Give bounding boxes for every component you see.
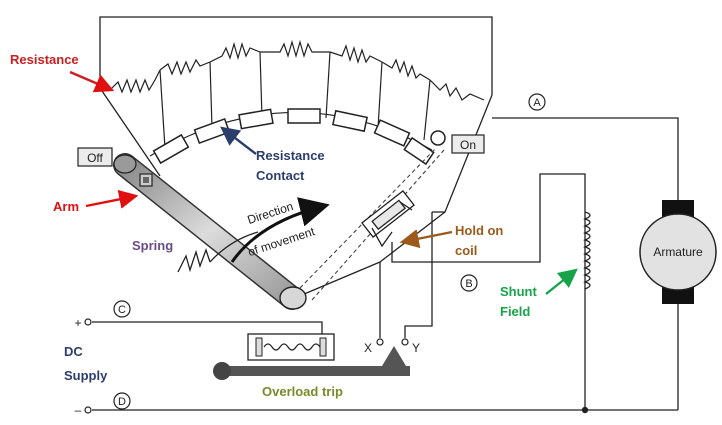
off-tag: Off: [77, 147, 113, 167]
resistance-annotation: Resistance: [10, 52, 79, 67]
y-label: Y: [412, 341, 420, 355]
node-a-label: A: [533, 97, 541, 109]
shunt-field-annotation-line2: Field: [500, 304, 530, 319]
hold-on-coil-annotation-line2: coil: [455, 243, 477, 258]
node-a: A: [528, 93, 546, 111]
arm-annotation: Arm: [53, 199, 79, 214]
x-label: X: [364, 341, 372, 355]
plus-terminal: [84, 318, 92, 326]
hold-on-coil-annotation-line1: Hold on: [455, 223, 503, 238]
junction-dot: [581, 406, 589, 414]
dc-supply-annotation-line1: DC: [64, 344, 83, 359]
shunt-field-annotation-line1: Shunt: [500, 284, 537, 299]
node-c: C: [113, 300, 131, 318]
armature-label: Armature: [653, 245, 703, 259]
resistance-bank: [109, 39, 485, 157]
direction-label-line1: Direction: [246, 199, 295, 227]
node-d-label: D: [118, 396, 126, 408]
off-label: Off: [87, 151, 103, 165]
direction-label-line2: of movement: [246, 224, 317, 259]
on-tag: On: [451, 134, 485, 154]
spring-symbol: [177, 231, 259, 273]
starter-arm: [113, 153, 307, 310]
armature-symbol: Armature: [639, 200, 717, 304]
shunt-field-coil: [583, 208, 591, 292]
overload-trip-assembly: [213, 333, 410, 380]
resistance-contact-arrow: [220, 126, 257, 155]
resistance-contacts: [152, 108, 435, 166]
resistance-arrow: [69, 70, 115, 93]
y-terminal: [401, 338, 409, 346]
spring-annotation: Spring: [132, 238, 173, 253]
minus-label: –: [75, 403, 82, 417]
node-c-label: C: [118, 304, 126, 316]
arm-arrow: [85, 189, 139, 209]
hold-on-coil-assembly: [361, 189, 415, 248]
hold-on-coil-arrow: [399, 229, 453, 249]
x-terminal: [376, 338, 384, 346]
on-stud: [430, 130, 446, 146]
node-b-label: B: [465, 278, 472, 290]
shunt-field-arrow: [545, 268, 578, 295]
node-b: B: [460, 274, 478, 292]
node-d: D: [113, 392, 131, 410]
on-label: On: [460, 138, 476, 152]
overload-trip-annotation: Overload trip: [262, 384, 343, 399]
dc-supply-annotation-line2: Supply: [64, 368, 108, 383]
resistance-contact-annotation-line1: Resistance: [256, 148, 325, 163]
plus-label: +: [74, 316, 81, 330]
minus-terminal: [84, 406, 92, 414]
resistance-contact-annotation-line2: Contact: [256, 168, 305, 183]
